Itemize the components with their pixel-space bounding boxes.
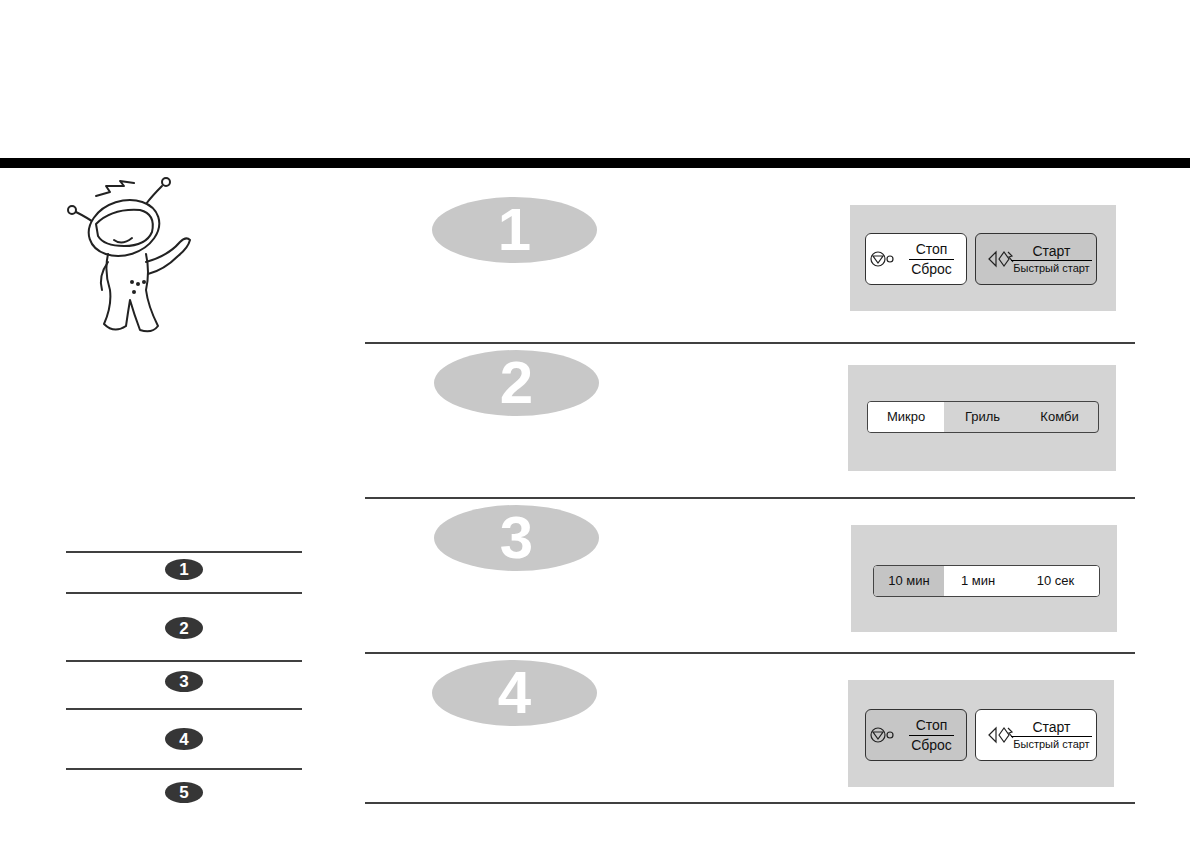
control-button: СтартБыстрый старт (975, 233, 1097, 285)
row-number-text: 3 (179, 673, 188, 690)
button-label: СтартБыстрый старт (1010, 234, 1093, 284)
step-number-text: 1 (498, 200, 531, 260)
row-number-text: 2 (179, 620, 188, 637)
mode-selector: 10 мин1 мин10 сек (873, 565, 1100, 597)
button-subname: Быстрый старт (1011, 261, 1091, 276)
row-number: 1 (165, 559, 203, 580)
header-bar (0, 158, 1190, 168)
button-label: СтартБыстрый старт (1010, 710, 1093, 760)
button-label-stack: СтартБыстрый старт (1011, 718, 1091, 752)
row-number: 4 (165, 728, 203, 750)
row-number: 2 (165, 617, 203, 639)
button-label-stack: СтопСброс (909, 240, 954, 277)
button-name: Стоп (909, 240, 954, 259)
start-icon (989, 252, 1013, 742)
mode-option: Гриль (944, 402, 1021, 432)
control-button: СтопСброс (865, 709, 967, 761)
step-number-text: 2 (500, 353, 533, 413)
control-button: СтартБыстрый старт (975, 709, 1097, 761)
mode-option: Микро (868, 402, 944, 432)
row-number-text: 1 (179, 561, 188, 578)
button-label-stack: СтартБыстрый старт (1011, 242, 1091, 276)
button-subname: Сброс (909, 260, 954, 278)
row-number-text: 4 (179, 731, 188, 748)
mascot-figure (68, 178, 190, 331)
stop-icon (871, 252, 893, 742)
step-number: 4 (432, 660, 597, 726)
button-fill (865, 233, 1098, 761)
table-rule (66, 552, 302, 769)
step-number: 1 (432, 197, 597, 263)
step-number: 2 (434, 350, 599, 416)
control-panel (848, 205, 1117, 787)
mode-option: 10 сек (1012, 566, 1099, 596)
step-number-text: 3 (500, 508, 533, 568)
row-number-text: 5 (179, 784, 188, 801)
button-subname: Быстрый старт (1011, 737, 1091, 752)
button-label: СтопСброс (900, 710, 963, 760)
mascot-dots (130, 280, 146, 294)
button-name: Старт (1011, 242, 1091, 261)
mode-selector: МикроГрильКомби (867, 401, 1099, 433)
mode-option: Комби (1021, 402, 1098, 432)
button-label-stack: СтопСброс (909, 716, 954, 753)
button-label: СтопСброс (900, 234, 963, 284)
step-number-text: 4 (498, 663, 531, 723)
button-name: Старт (1011, 718, 1091, 737)
step-separator (365, 343, 1135, 803)
mode-option: 10 мин (874, 566, 944, 596)
row-number: 3 (165, 671, 203, 692)
button-subname: Сброс (909, 736, 954, 754)
row-number: 5 (165, 782, 203, 803)
control-button: СтопСброс (865, 233, 967, 285)
mode-option: 1 мин (944, 566, 1012, 596)
step-number: 3 (434, 505, 599, 571)
button-name: Стоп (909, 716, 954, 735)
